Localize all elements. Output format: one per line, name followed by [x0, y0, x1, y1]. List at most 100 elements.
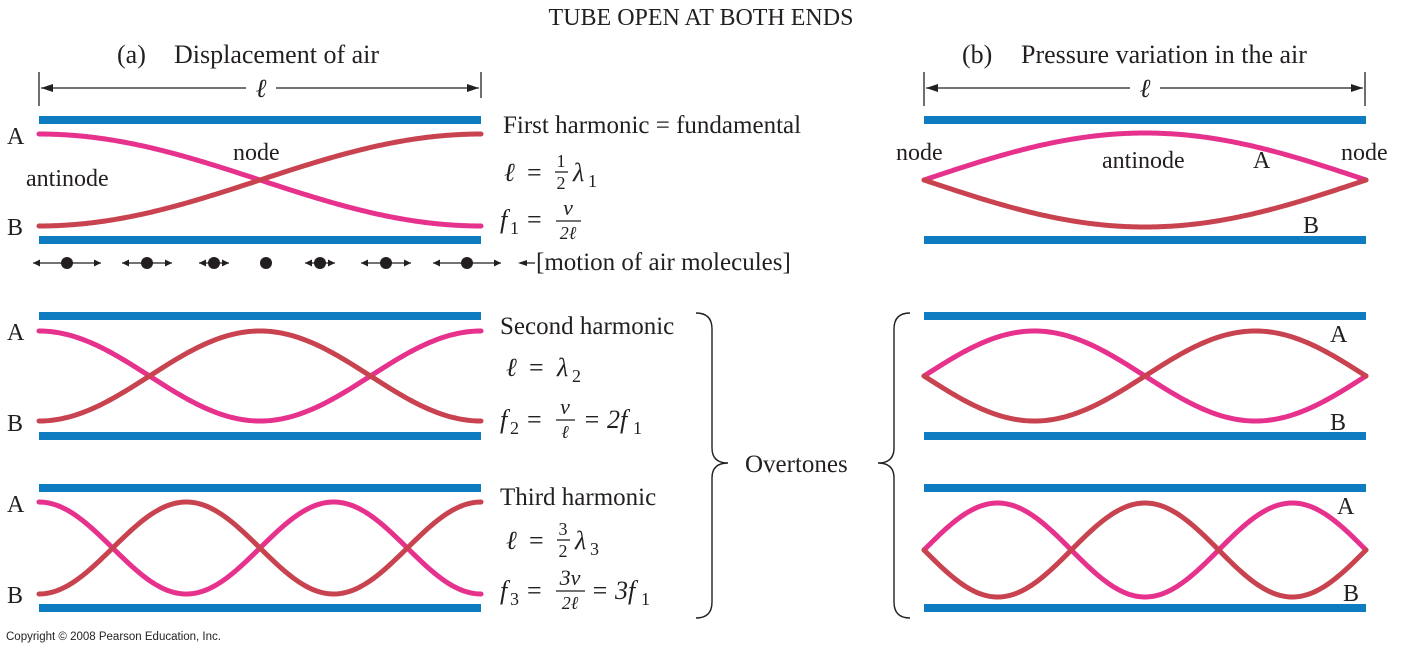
harmonic-1-freq-num: v — [563, 195, 573, 220]
panel-a-heading: Displacement of air — [174, 40, 379, 69]
harmonic-1-freq-equals: = — [527, 205, 542, 234]
overtones-label: Overtones — [745, 451, 848, 478]
harmonic-2-freq-equals: = — [527, 405, 542, 434]
label-A-harmonic-2-a: A — [7, 320, 25, 346]
antinode-label-b: antinode — [1102, 148, 1185, 174]
harmonic-3-lambda-sub: 3 — [590, 539, 599, 559]
molecule-motion-arrow-right-1 — [94, 259, 101, 267]
label-B-harmonic-3-a: B — [7, 583, 23, 609]
harmonic-3-freq-tail: = 3f — [591, 576, 639, 605]
label-A-harmonic-3-a: A — [7, 492, 25, 518]
molecule-motion-arrow-right-3 — [222, 259, 229, 267]
panel-a-length-dimension: ℓ — [38, 72, 482, 106]
harmonic-2-freq-tail-sub: 1 — [633, 418, 642, 438]
node-label-b-left: node — [896, 140, 943, 166]
label-A-harmonic-2-b: A — [1330, 322, 1348, 348]
pressure-curve-A-harmonic-1 — [921, 130, 1369, 183]
label-B-harmonic-2-a: B — [7, 411, 23, 437]
molecule-motion-arrow-right-6 — [404, 259, 411, 267]
motion-of-air-molecules-label: [motion of air molecules] — [536, 249, 791, 276]
harmonic-1-lambda: λ — [572, 158, 584, 187]
molecule-motion-arrow-right-5 — [328, 259, 335, 267]
harmonic-3-length-lhs: ℓ — [506, 526, 517, 555]
molecule-motion-arrow-left-3 — [199, 259, 206, 267]
harmonic-1-length-lhs: ℓ — [504, 158, 515, 187]
harmonic-2-lambda: λ — [556, 353, 568, 382]
harmonic-3-freq-num: 3v — [559, 565, 581, 590]
air-molecules-row — [33, 257, 501, 269]
harmonic-2-freq-sub: 2 — [510, 418, 519, 438]
wave-curves — [36, 130, 1369, 600]
molecule-motion-arrow-right-2 — [165, 259, 172, 267]
harmonic-3-freq-f: f — [500, 576, 511, 605]
harmonic-1-length-relation: ℓ = 1 2 λ 1 — [504, 151, 597, 193]
harmonic-1-freq-den: 2ℓ — [560, 223, 577, 243]
harmonic-3-length-relation: ℓ = 3 2 λ 3 — [506, 519, 599, 561]
harmonic-2-length-lhs: ℓ — [506, 353, 517, 382]
harmonic-2-frequency-relation: f 2 = v ℓ = 2f 1 — [500, 394, 642, 442]
panel-b-length-symbol: ℓ — [1140, 74, 1151, 103]
displacement-curve-A-harmonic-2 — [36, 328, 484, 424]
antinode-label-a: antinode — [26, 166, 109, 192]
molecule-motion-arrow-left-7 — [433, 259, 440, 267]
harmonic-2-length-relation: ℓ = λ 2 — [506, 353, 581, 386]
harmonic-3-freq-tail-sub: 1 — [641, 589, 650, 609]
molecule-motion-arrow-left-6 — [361, 259, 368, 267]
harmonic-1-freq-sub: 1 — [510, 218, 519, 238]
copyright-notice: Copyright © 2008 Pearson Education, Inc. — [6, 631, 221, 643]
panel-b-heading: Pressure variation in the air — [1021, 40, 1307, 69]
harmonic-3-coef-den: 2 — [559, 541, 568, 561]
molecule-motion-arrow-left-2 — [122, 259, 129, 267]
harmonic-2-lambda-sub: 2 — [572, 366, 581, 386]
harmonic-2-freq-tail: = 2f — [583, 405, 631, 434]
node-label-a: node — [233, 140, 280, 166]
motion-label-arrow — [518, 260, 535, 266]
pressure-curve-B-harmonic-2 — [921, 328, 1369, 424]
harmonic-3-coef-num: 3 — [559, 519, 568, 539]
tube-walls — [39, 116, 1366, 612]
panel-a-length-symbol: ℓ — [256, 74, 267, 103]
displacement-curve-B-harmonic-2 — [36, 328, 484, 424]
harmonic-1-frequency-relation: f 1 = v 2ℓ — [500, 195, 581, 243]
molecule-motion-arrow-left-5 — [305, 259, 312, 267]
panel-b-length-dimension: ℓ — [923, 72, 1366, 106]
panel-a-letter: (a) — [117, 40, 146, 69]
node-label-b-right: node — [1341, 140, 1388, 166]
harmonic-3-length-equals: = — [529, 526, 544, 555]
harmonic-1-name: First harmonic = fundamental — [503, 112, 801, 139]
displacement-curve-B-harmonic-3 — [36, 499, 484, 597]
harmonic-1-lambda-sub: 1 — [588, 171, 597, 191]
air-molecule-4 — [260, 257, 272, 269]
label-A-harmonic-1-a: A — [7, 124, 25, 150]
molecule-motion-arrow-left-1 — [33, 259, 40, 267]
harmonic-3-freq-equals: = — [527, 576, 542, 605]
molecule-motion-arrow-right-7 — [494, 259, 501, 267]
harmonic-3-freq-sub: 3 — [510, 589, 519, 609]
displacement-curve-B-harmonic-1 — [36, 131, 484, 229]
harmonic-1-coef-num: 1 — [557, 151, 566, 171]
harmonic-2-name: Second harmonic — [500, 313, 674, 340]
harmonic-1-length-equals: = — [527, 158, 542, 187]
harmonic-3-frequency-relation: f 3 = 3v 2ℓ = 3f 1 — [500, 565, 650, 613]
label-B-harmonic-1-a: B — [7, 215, 23, 241]
pressure-curve-B-harmonic-1 — [921, 177, 1369, 230]
harmonic-1-freq-f: f — [500, 205, 511, 234]
harmonic-2-freq-f: f — [500, 405, 511, 434]
label-A-harmonic-1-b: A — [1253, 148, 1271, 174]
harmonic-2-freq-num: v — [560, 394, 570, 419]
harmonic-3-freq-den: 2ℓ — [562, 593, 579, 613]
pressure-curve-A-harmonic-3 — [921, 500, 1369, 600]
figure-title: TUBE OPEN AT BOTH ENDS — [549, 5, 854, 31]
harmonic-2-freq-den: ℓ — [561, 422, 569, 442]
harmonic-3-lambda: λ — [574, 526, 586, 555]
label-A-harmonic-3-b: A — [1337, 494, 1355, 520]
overtones-brace-right — [877, 312, 911, 619]
label-B-harmonic-1-b: B — [1303, 213, 1319, 239]
pressure-curve-B-harmonic-3 — [921, 500, 1369, 600]
harmonic-3-name: Third harmonic — [500, 484, 656, 511]
harmonic-1-coef-den: 2 — [557, 173, 566, 193]
harmonic-2-length-equals: = — [529, 353, 544, 382]
panel-b-letter: (b) — [962, 40, 992, 69]
overtones-brace-left — [695, 312, 729, 619]
